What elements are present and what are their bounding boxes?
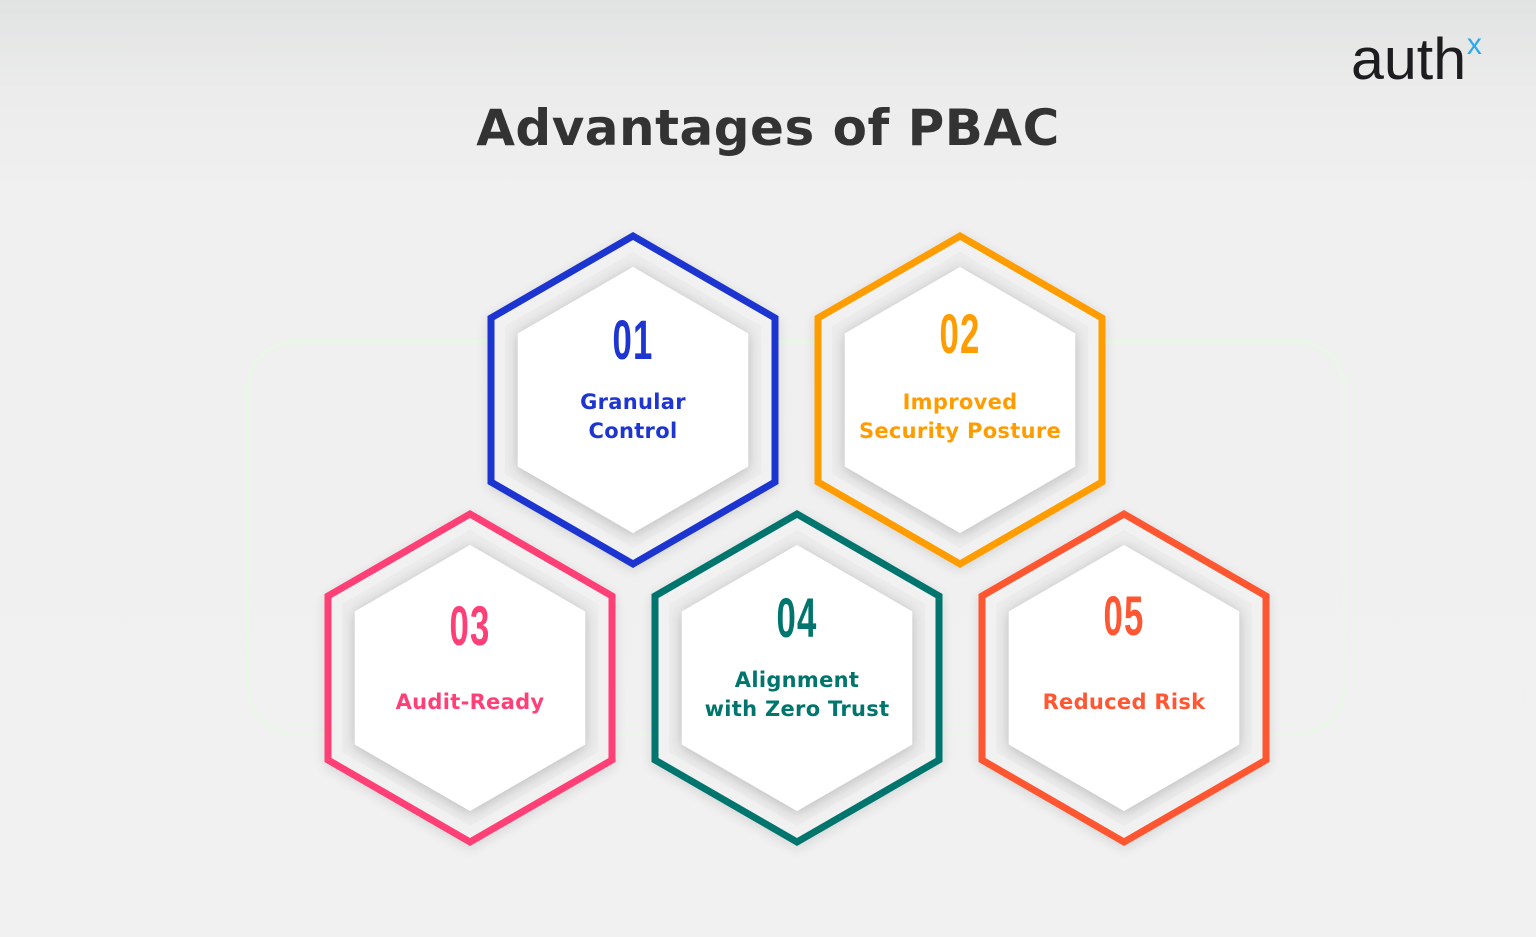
logo-x-mark: x — [1466, 28, 1482, 61]
card-label-line: Audit-Ready — [395, 690, 545, 714]
card-number: 04 — [776, 586, 818, 649]
advantage-card-alignment-zero-trust: 04 Alignment with Zero Trust — [651, 510, 943, 846]
card-label-line: Security Posture — [858, 419, 1062, 443]
card-number: 03 — [449, 594, 491, 657]
page-title: Advantages of PBAC — [476, 99, 1060, 157]
authx-logo: auth x — [1351, 27, 1482, 92]
hexagon-02 — [814, 231, 1106, 569]
card-label: Alignment with Zero Trust — [651, 666, 943, 724]
card-label: Reduced Risk — [978, 688, 1270, 717]
card-label-line: with Zero Trust — [704, 697, 890, 721]
card-label-line: Reduced Risk — [1042, 690, 1206, 714]
card-number: 01 — [612, 308, 654, 371]
advantage-card-improved-security-posture: 02 Improved Security Posture — [814, 232, 1106, 568]
card-label-line: Control — [588, 419, 678, 443]
hexagon-03 — [324, 509, 616, 847]
card-number: 05 — [1103, 584, 1145, 647]
card-label-line: Granular — [580, 390, 686, 414]
advantage-card-reduced-risk: 05 Reduced Risk — [978, 510, 1270, 846]
advantage-card-audit-ready: 03 Audit-Ready — [324, 510, 616, 846]
hexagon-05 — [978, 509, 1270, 847]
card-label-line: Improved — [902, 390, 1018, 414]
hexagon-04 — [651, 509, 943, 847]
card-label-line: Alignment — [734, 668, 860, 692]
hexagon-inner — [681, 545, 913, 811]
logo-wordmark: auth — [1351, 27, 1467, 92]
card-label: Audit-Ready — [324, 688, 616, 717]
hexagon-inner — [844, 267, 1076, 533]
hexagon-inner — [354, 545, 586, 811]
advantage-card-granular-control: 01 Granular Control — [487, 232, 779, 568]
hexagon-inner — [517, 267, 749, 533]
card-label: Improved Security Posture — [814, 388, 1106, 446]
card-label: Granular Control — [487, 388, 779, 446]
hexagon-01 — [487, 231, 779, 569]
hexagon-inner — [1008, 545, 1240, 811]
card-number: 02 — [939, 302, 981, 365]
